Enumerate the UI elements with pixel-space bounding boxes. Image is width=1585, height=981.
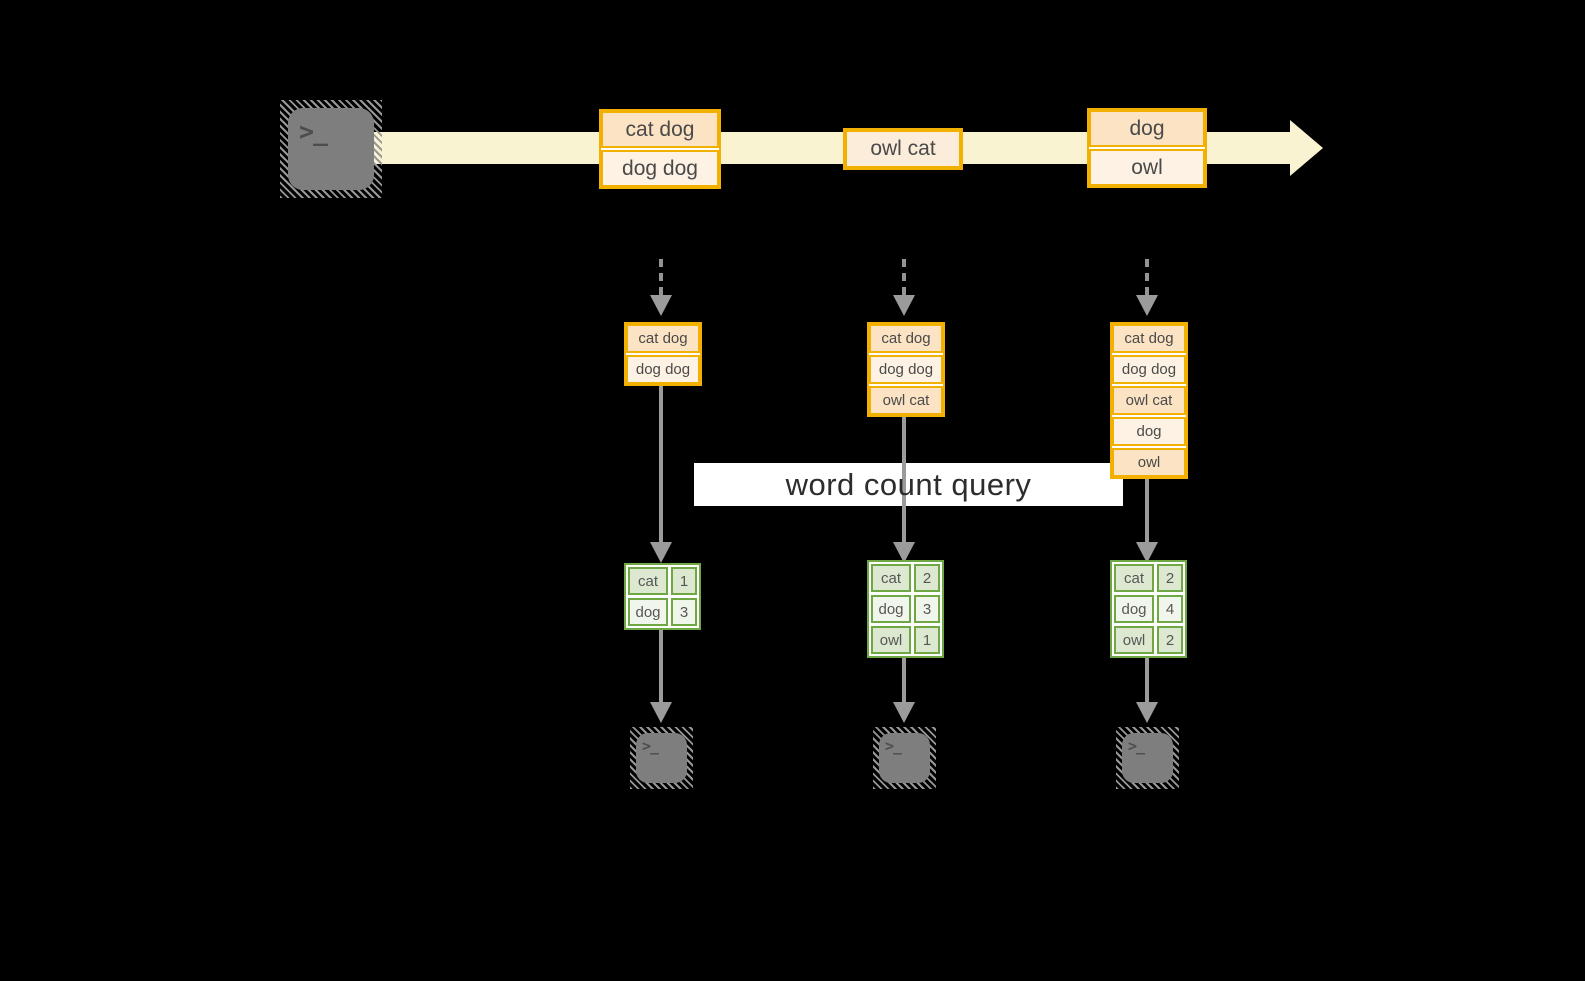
state-line: dog dog: [869, 355, 943, 384]
count-value: 3: [671, 598, 697, 626]
terminal-prompt-glyph: >_: [885, 737, 902, 755]
event-line: owl cat: [845, 130, 961, 168]
query-label: word count query: [785, 466, 1032, 502]
count-value: 1: [914, 626, 940, 654]
stream-arrowhead: [1290, 120, 1323, 176]
count-word: dog: [628, 598, 668, 626]
count-value: 2: [1157, 626, 1183, 654]
count-word: owl: [871, 626, 911, 654]
count-word: cat: [1114, 564, 1154, 592]
connector-line-3: [1145, 479, 1149, 542]
connector-line-1: [659, 386, 663, 542]
state-stack-3: cat dog dog dog owl cat dog owl: [1110, 322, 1188, 479]
count-value: 2: [914, 564, 940, 592]
dashed-connector-2: [902, 259, 906, 295]
connector-arrowhead-2: [893, 542, 915, 563]
count-word: owl: [1114, 626, 1154, 654]
state-line: dog: [1112, 417, 1186, 446]
sink-arrowhead-1: [650, 702, 672, 723]
terminal-sink-icon-3: >_: [1116, 727, 1179, 789]
sink-line-2: [902, 658, 906, 702]
count-value: 2: [1157, 564, 1183, 592]
dashed-arrowhead-2: [893, 295, 915, 316]
count-table-2: cat 2 dog 3 owl 1: [867, 560, 944, 658]
state-line: cat dog: [869, 324, 943, 353]
stream-event-batch-1: cat dog dog dog: [599, 109, 721, 189]
state-line: dog dog: [626, 355, 700, 384]
sink-line-1: [659, 630, 663, 702]
count-table-1: cat 1 dog 3: [624, 563, 701, 630]
state-stack-2: cat dog dog dog owl cat: [867, 322, 945, 417]
state-line: dog dog: [1112, 355, 1186, 384]
sink-line-3: [1145, 658, 1149, 702]
state-stack-1: cat dog dog dog: [624, 322, 702, 386]
terminal-prompt-glyph: >_: [642, 737, 659, 755]
terminal-prompt-glyph: >_: [1128, 737, 1145, 755]
count-table-3: cat 2 dog 4 owl 2: [1110, 560, 1187, 658]
event-line: dog: [1089, 110, 1205, 147]
terminal-sink-body: >_: [1122, 733, 1173, 783]
event-line: owl: [1089, 149, 1205, 186]
count-word: dog: [871, 595, 911, 623]
stream-event-batch-3: dog owl: [1087, 108, 1207, 188]
dashed-connector-1: [659, 259, 663, 295]
count-word: cat: [628, 567, 668, 595]
state-line: owl cat: [869, 386, 943, 415]
state-line: owl: [1112, 448, 1186, 477]
event-line: dog dog: [601, 150, 719, 187]
event-line: cat dog: [601, 111, 719, 148]
state-line: cat dog: [626, 324, 700, 353]
count-value: 3: [914, 595, 940, 623]
dashed-arrowhead-1: [650, 295, 672, 316]
query-label-background: [694, 463, 1123, 506]
count-word: cat: [871, 564, 911, 592]
state-line: owl cat: [1112, 386, 1186, 415]
terminal-sink-body: >_: [879, 733, 930, 783]
connector-line-2: [902, 417, 906, 542]
count-value: 1: [671, 567, 697, 595]
state-line: cat dog: [1112, 324, 1186, 353]
count-value: 4: [1157, 595, 1183, 623]
dashed-connector-3: [1145, 259, 1149, 295]
terminal-sink-body: >_: [636, 733, 687, 783]
sink-arrowhead-2: [893, 702, 915, 723]
dashed-arrowhead-3: [1136, 295, 1158, 316]
terminal-sink-icon-2: >_: [873, 727, 936, 789]
terminal-prompt-glyph: >_: [299, 117, 328, 146]
terminal-source-body: >_: [288, 108, 374, 190]
connector-arrowhead-1: [650, 542, 672, 563]
terminal-source-icon: >_: [280, 100, 382, 198]
connector-arrowhead-3: [1136, 542, 1158, 563]
sink-arrowhead-3: [1136, 702, 1158, 723]
terminal-sink-icon-1: >_: [630, 727, 693, 789]
count-word: dog: [1114, 595, 1154, 623]
stream-event-batch-2: owl cat: [843, 128, 963, 170]
